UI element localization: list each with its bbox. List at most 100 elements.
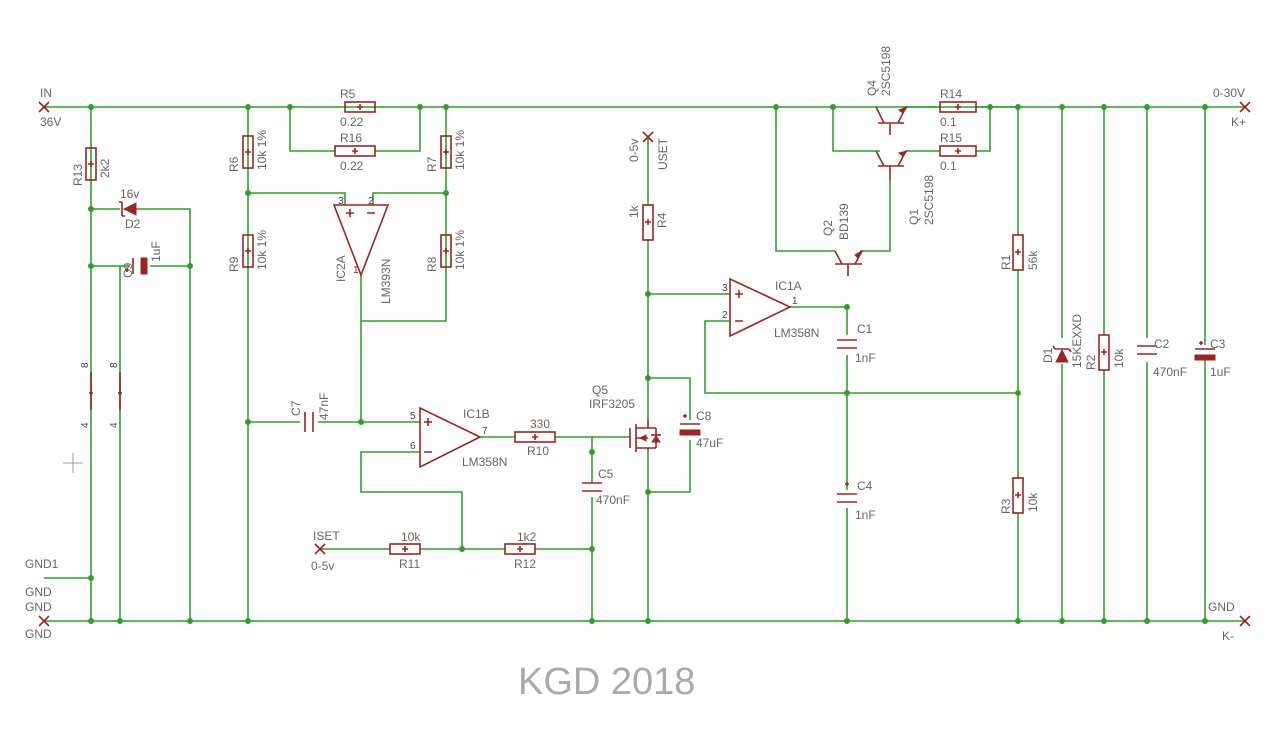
r5-value: 0.22 [340,115,364,129]
c5-name: C5 [598,467,614,481]
resistor-r2[interactable] [1098,334,1110,371]
port-gnd-label-b: GND [25,600,52,614]
port-uset-label: USET [656,137,670,170]
supply-pin-4b: 4 [109,422,120,428]
d2-name: D2 [125,217,141,231]
q5-value: IRF3205 [589,397,635,411]
port-gnd-out: GND [1208,600,1235,614]
ic2a-pin-2: 2 [368,196,374,207]
transistor-q1[interactable] [875,150,909,180]
ic-supply-pins [89,372,122,410]
ic1b-name: IC1B [463,407,490,421]
resistor-r5[interactable] [344,101,376,113]
r8-name: R8 [425,256,439,272]
resistor-r16[interactable] [334,145,376,157]
ic1b-pin-6: 6 [410,441,416,452]
opamp-ic1b[interactable] [419,406,482,469]
r16-value: 0.22 [340,159,364,173]
resistor-r8[interactable] [440,234,452,268]
port-gnd-label-a: GND [25,585,52,599]
capacitor-c8[interactable] [679,414,701,436]
supply-pin-8b: 8 [109,362,120,368]
ic1a-pin-3: 3 [722,283,728,294]
origin-crosshair [63,453,83,473]
q4-name: Q4 [865,80,879,96]
q4-value: 2SC5198 [879,46,893,96]
c7-value: 47nF [317,393,331,420]
capacitor-c9[interactable] [125,257,148,275]
q2-name: Q2 [821,220,835,236]
r9-name: R9 [227,256,241,272]
r12-value: 1k2 [517,530,537,544]
mosfet-q5[interactable] [629,420,661,452]
r10-value: 330 [530,417,550,431]
port-gnd-label-c: GND [25,627,52,641]
q2-value: BD139 [837,203,851,240]
transistor-q4[interactable] [875,105,909,135]
q1-name: Q1 [907,209,921,225]
ic2a-pin-1: 1 [353,265,359,276]
ic2a-pin-3: 3 [338,196,344,207]
r8-value: 10k 1% [453,230,467,270]
tvs-diode-d1[interactable] [1052,345,1072,363]
q5-name: Q5 [592,383,608,397]
c5-value: 470nF [596,493,630,507]
ic1b-value: LM358N [462,455,507,469]
comparator-ic2a[interactable] [332,204,390,278]
zener-diode-d2[interactable] [119,201,137,217]
capacitor-c3[interactable] [1194,341,1216,361]
r16-name: R16 [340,131,362,145]
c4-value: 1nF [855,508,876,522]
resistor-r3[interactable] [1012,477,1024,514]
opamp-ic1a[interactable] [729,277,792,338]
capacitor-c5[interactable] [582,482,602,492]
c3-value: 1uF [1210,365,1231,379]
resistor-r9[interactable] [242,234,254,268]
ic1a-value: LM358N [774,326,819,340]
labels: IN 36V GND1 GND GND GND 0-30V K+ GND K- … [25,46,1246,703]
port-in-label: IN [40,86,52,100]
r12-name: R12 [514,557,536,571]
resistor-r10[interactable] [514,431,556,443]
c4-name: C4 [857,479,873,493]
r2-name: R2 [1084,354,1098,370]
c9-name: C9 [121,262,135,278]
r3-name: R3 [999,498,1013,514]
resistor-r6[interactable] [242,135,254,169]
r2-value: 10k [1112,348,1126,368]
r4-name: R4 [655,212,669,228]
c8-value: 47uF [696,436,723,450]
resistor-r11[interactable] [389,543,421,555]
r11-name: R11 [399,557,420,571]
ic1a-name: IC1A [775,279,802,293]
port-in-voltage: 36V [40,115,61,129]
q1-value: 2SC5198 [922,175,936,225]
port-out-label: 0-30V [1213,86,1245,100]
resistor-r1[interactable] [1012,234,1024,271]
resistor-r12[interactable] [504,543,536,555]
r11-value: 10k [401,530,421,544]
c1-name: C1 [857,322,873,336]
resistor-r15[interactable] [939,145,977,157]
supply-pin-4a: 4 [80,422,91,428]
transistor-q2[interactable] [834,249,864,276]
capacitor-c7[interactable] [304,412,314,432]
capacitor-c2[interactable] [1137,345,1157,355]
resistor-r7[interactable] [440,135,452,169]
capacitor-c1[interactable] [837,339,857,349]
ic1a-pin-1: 1 [792,296,798,307]
supply-pin-8a: 8 [80,362,91,368]
resistor-r14[interactable] [939,101,977,113]
capacitor-c4[interactable] [837,482,857,503]
r10-name: R10 [527,444,549,458]
r6-name: R6 [227,156,241,172]
resistor-r4[interactable] [642,204,654,241]
port-iset-range: 0-5v [311,559,334,573]
junctions [88,104,1208,624]
r9-value: 10k 1% [255,230,269,270]
ic2a-name: IC2A [334,255,348,282]
resistor-r13[interactable] [85,147,97,181]
c2-name: C2 [1154,337,1170,351]
r7-value: 10k 1% [453,130,467,170]
port-k-plus: K+ [1231,115,1246,129]
